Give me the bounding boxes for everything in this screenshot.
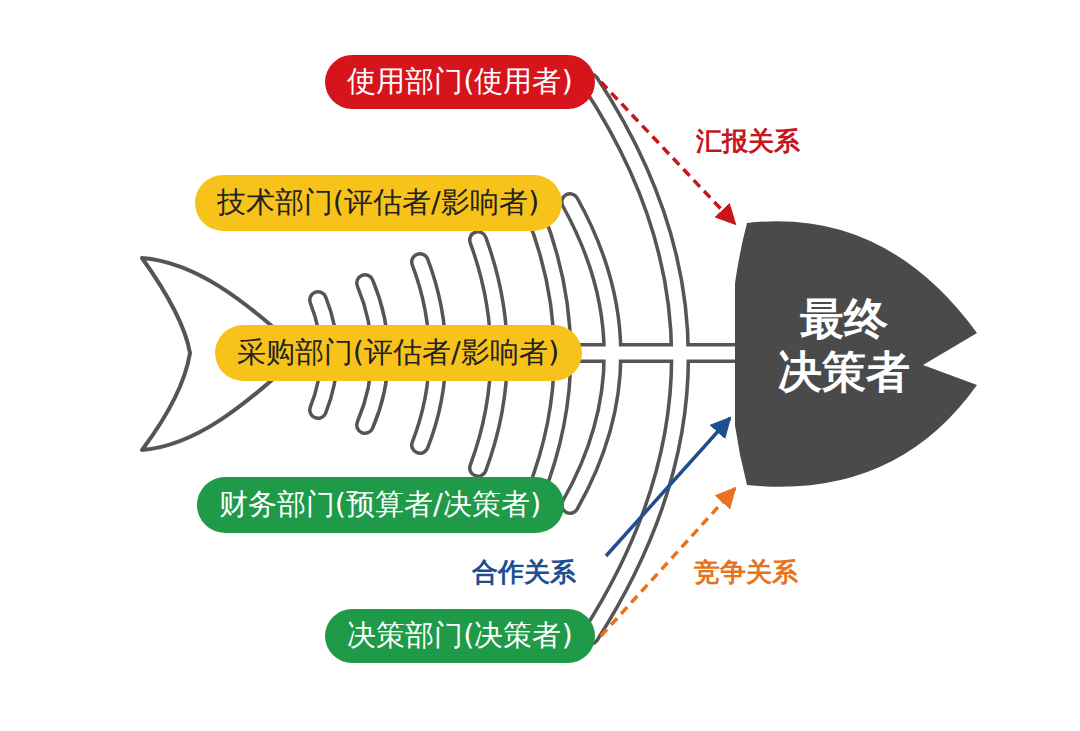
role-label: 使用部门(使用者) [347,66,573,98]
role-pill: 决策部门(决策者) [325,609,595,663]
fish-head-fill [735,221,977,487]
role-pill: 财务部门(预算者/决策者) [197,477,564,533]
head-label: 最终决策者 [778,293,912,399]
role-pill: 采购部门(评估者/影响者) [215,325,582,381]
role-label: 技术部门(评估者/影响者) [217,187,539,219]
role-label: 采购部门(评估者/影响者) [237,337,559,369]
role-pill: 使用部门(使用者) [325,55,595,109]
fish-head: 最终决策者 [735,215,980,492]
relation-label: 合作关系 [470,558,578,587]
cooperation-arrow [606,418,730,556]
relation-label: 汇报关系 [694,127,802,156]
role-pill: 技术部门(评估者/影响者) [195,175,562,231]
relation-label: 竞争关系 [692,558,800,587]
role-label: 决策部门(决策者) [347,620,573,652]
role-label: 财务部门(预算者/决策者) [219,489,541,521]
